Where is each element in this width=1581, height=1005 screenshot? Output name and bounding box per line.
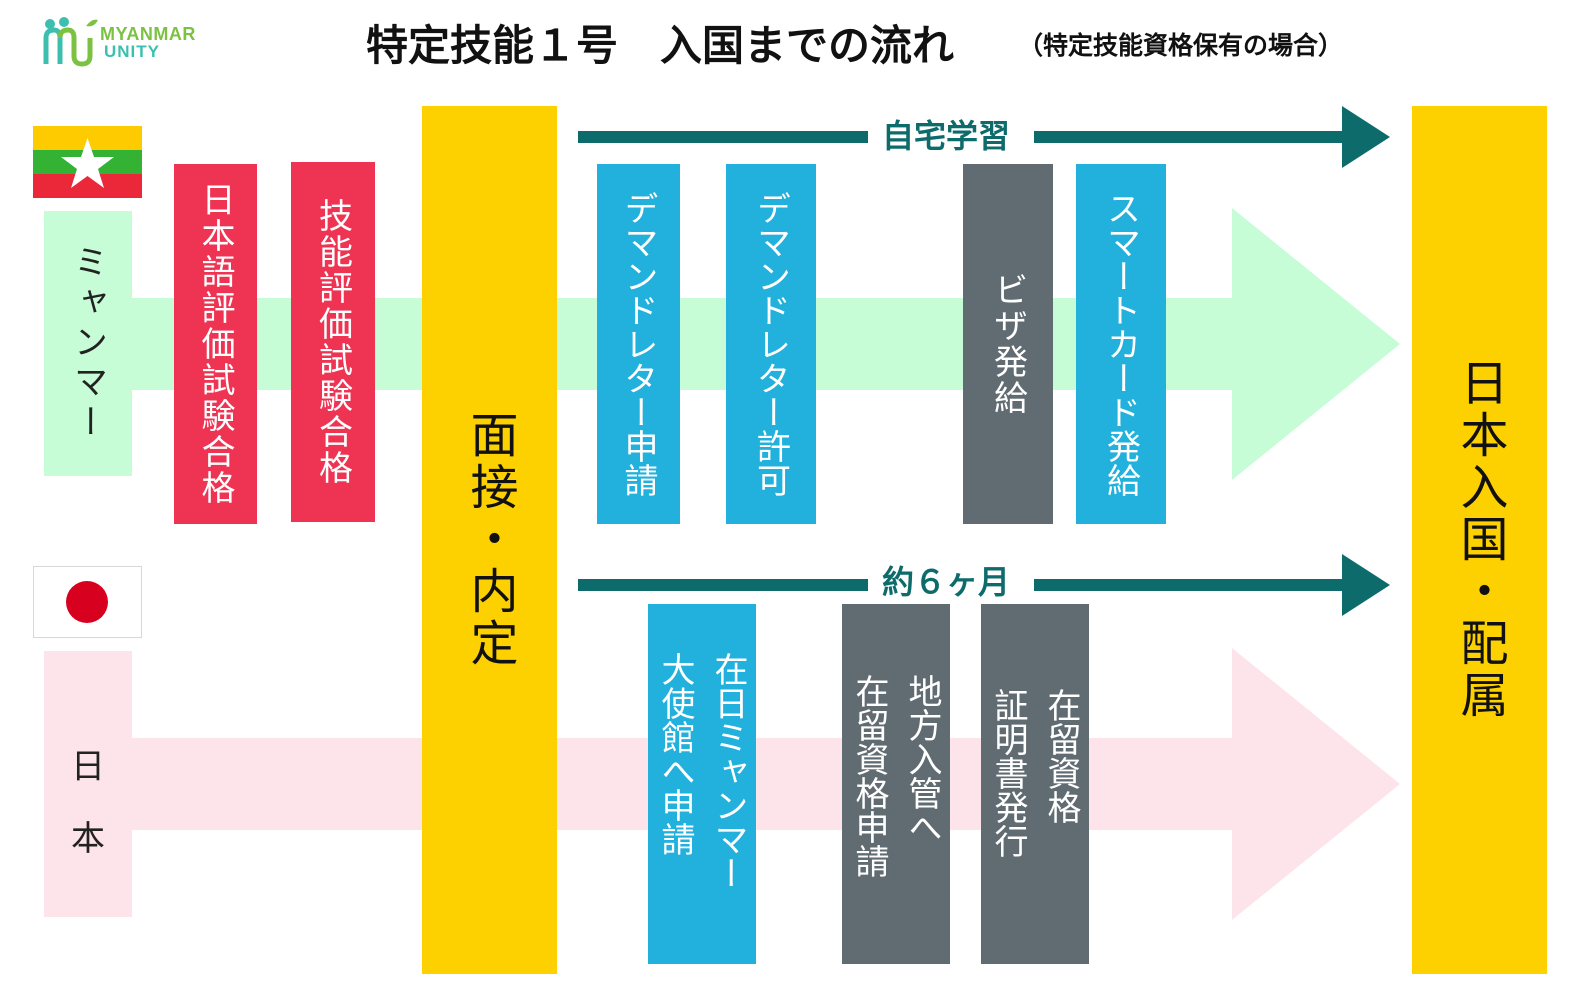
logo-text-line1: MYANMAR bbox=[100, 24, 196, 44]
step-skills-test-passed: 技能評価試験合格 bbox=[291, 162, 375, 522]
step-visa-issued: ビザ発給 bbox=[963, 164, 1053, 524]
top-track-label: 自宅学習 bbox=[868, 114, 1025, 158]
bottom-track-label: 約６ヶ月 bbox=[868, 560, 1025, 604]
step-immigration-application-line2: 在留資格申請 bbox=[849, 674, 889, 878]
step-immigration-application-line1: 地方入管へ bbox=[902, 674, 942, 844]
logo-text-line2: UNITY bbox=[104, 42, 160, 61]
step-demand-letter-application: デマンドレター申請 bbox=[597, 164, 680, 524]
japan-flag-icon bbox=[33, 566, 142, 638]
arrival-bar: 日本入国・配属 bbox=[1412, 106, 1547, 974]
step-japanese-test-passed: 日本語評価試験合格 bbox=[174, 164, 257, 524]
page-subtitle: （特定技能資格保有の場合） bbox=[1018, 31, 1344, 60]
myanmar-label: ミャンマー bbox=[67, 243, 108, 444]
step-embassy-application-line2: 大使館へ申請 bbox=[655, 652, 695, 856]
japan-label-line1: 日 bbox=[71, 747, 105, 787]
step-coe-issued-line2: 証明書発行 bbox=[988, 688, 1028, 858]
step-immigration-application: 地方入管へ 在留資格申請 bbox=[842, 604, 950, 964]
step-coe-issued-line1: 在留資格 bbox=[1041, 688, 1081, 824]
japan-label: 日 本 bbox=[44, 651, 132, 917]
myanmar-flag-icon bbox=[33, 126, 142, 198]
step-embassy-application: 在日ミャンマー 大使館へ申請 bbox=[648, 604, 756, 964]
page-title: 特定技能１号 入国までの流れ bbox=[366, 21, 955, 70]
step-demand-letter-approval: デマンドレター許可 bbox=[726, 164, 816, 524]
step-embassy-application-line1: 在日ミャンマー bbox=[708, 652, 748, 890]
interview-offer-bar: 面接・内定 bbox=[422, 106, 557, 974]
step-coe-issued: 在留資格 証明書発行 bbox=[981, 604, 1089, 964]
logo-mark-icon bbox=[43, 17, 98, 67]
step-smart-card-issued: スマートカード発給 bbox=[1076, 164, 1166, 524]
logo: MYANMAR UNITY bbox=[42, 16, 202, 72]
japan-label-line2: 本 bbox=[71, 819, 105, 859]
